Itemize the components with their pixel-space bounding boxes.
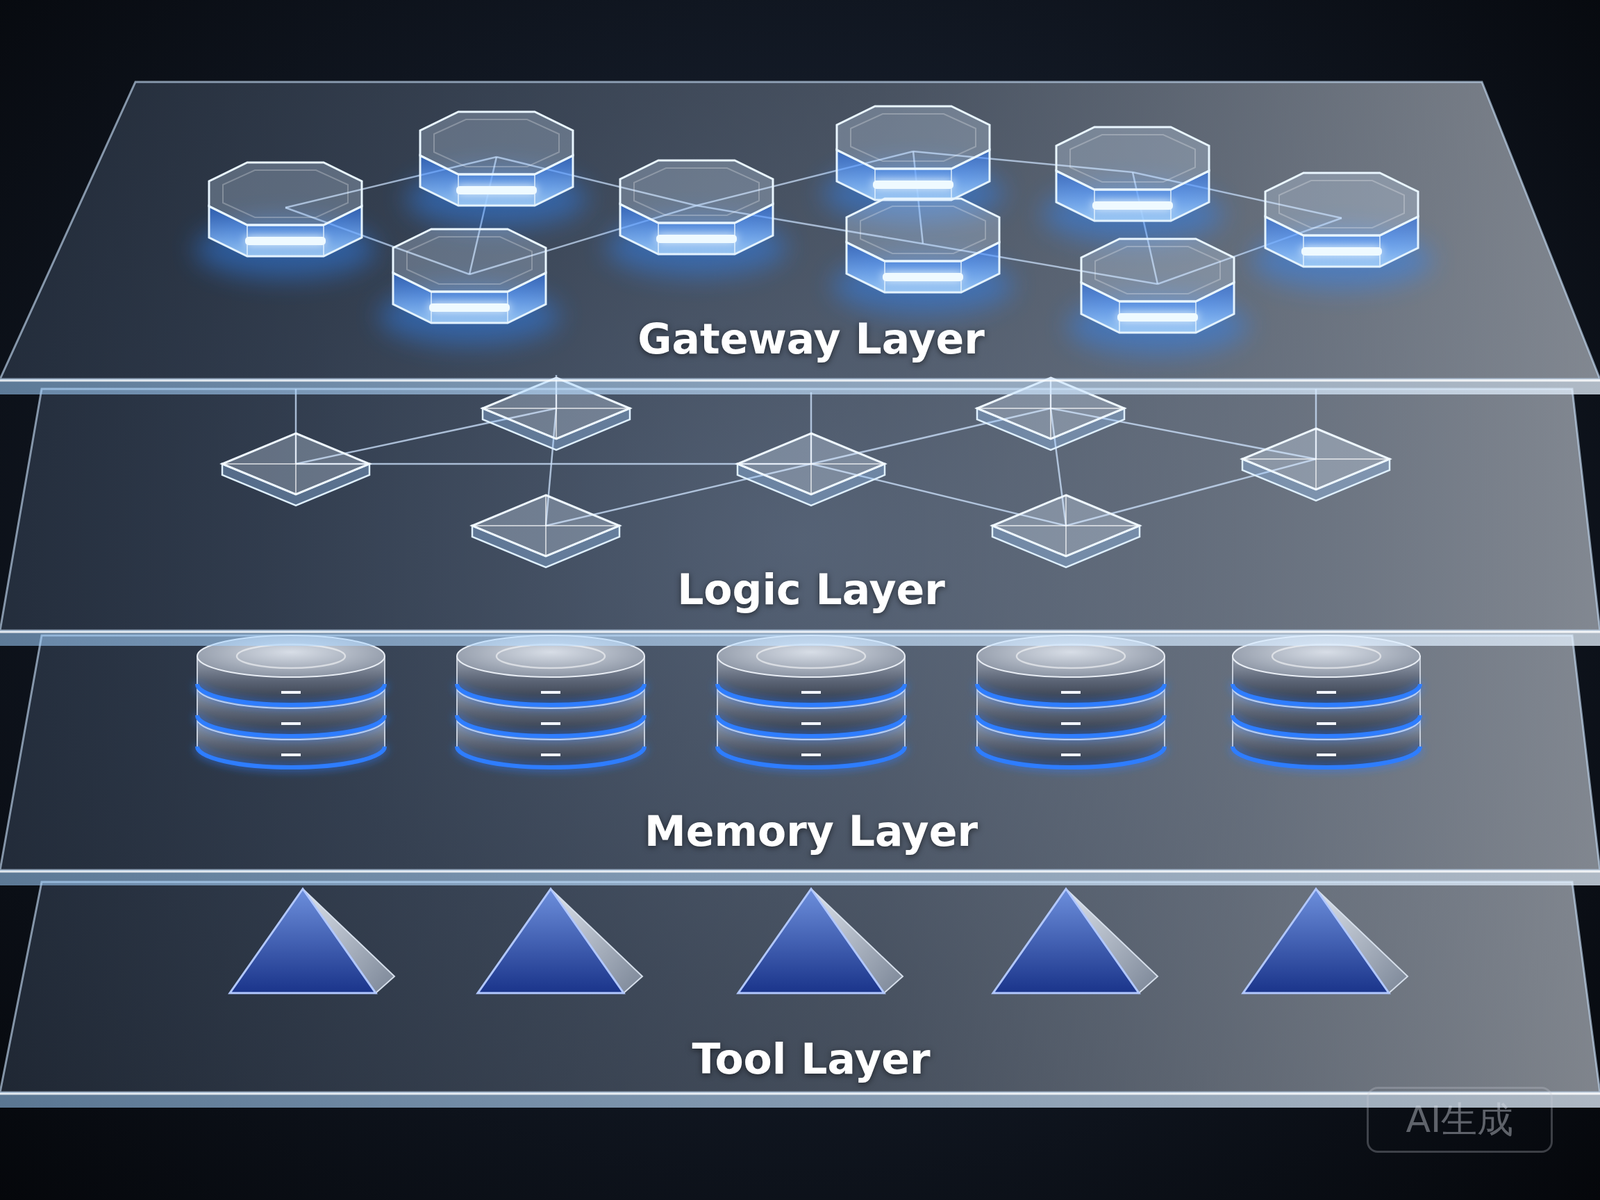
plate-surface [0,81,1600,380]
layer-label: Logic Layer [0,563,1600,616]
layer-plate: Logic Layer [0,388,1600,646]
plate-surface [0,388,1600,631]
plate-highlight [0,379,1600,382]
plate-surface [0,881,1600,1093]
layer-plate: Gateway Layer [0,81,1600,395]
layer-label: Tool Layer [0,1032,1600,1086]
plate-edge [0,870,1600,886]
plate-edge [0,379,1600,395]
watermark: AI生成 [1366,1086,1553,1153]
layer-label: Memory Layer [0,804,1600,858]
plate-highlight [0,870,1600,873]
layer-plate: Memory Layer [0,635,1600,886]
layer-plate: Tool Layer [0,881,1600,1108]
plate-highlight [0,631,1600,634]
plate-edge [0,1092,1600,1108]
plate-highlight [0,1093,1600,1096]
plate-surface [0,635,1600,871]
plate-edge [0,630,1600,646]
layer-label: Gateway Layer [0,312,1600,366]
